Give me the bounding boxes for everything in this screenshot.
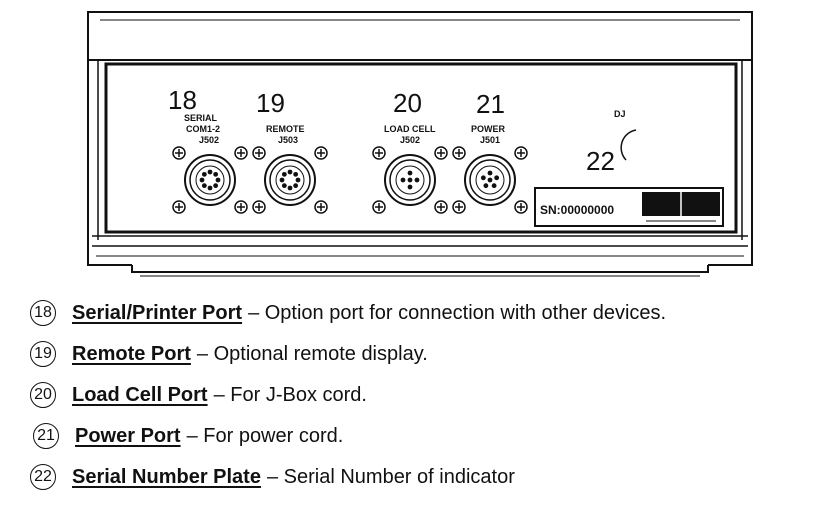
callout-19: 19 xyxy=(256,88,285,118)
serial-number-text: SN:00000000 xyxy=(540,203,614,217)
remote-port-label-line1: REMOTE xyxy=(266,124,305,134)
legend-row-20: 20 Load Cell Port – For J-Box cord. xyxy=(30,378,367,412)
loadcell-port-label-line2: J502 xyxy=(400,135,420,145)
callout-21: 21 xyxy=(476,89,505,119)
legend-number-19: 19 xyxy=(30,341,56,367)
port-labels: SERIAL COM1-2 J502 REMOTE J503 LOAD CELL… xyxy=(184,109,626,145)
legend-description-serial-number-plate: – Serial Number of indicator xyxy=(266,465,515,488)
serial-port-label-line1: SERIAL xyxy=(184,113,218,123)
legend-number-22: 22 xyxy=(30,464,56,490)
indicator-rear-panel-diagram: 18 19 20 21 22 SERIAL COM1-2 J502 REMOTE… xyxy=(87,11,753,277)
serial-port-label-line2: COM1-2 xyxy=(186,124,220,134)
legend-description-serial-printer-port: – Option port for connection with other … xyxy=(248,301,667,324)
legend-description-remote-port: – Optional remote display. xyxy=(196,342,428,365)
power-port-connector-screw-bl xyxy=(452,200,466,214)
legend-row-19: 19 Remote Port – Optional remote display… xyxy=(30,337,428,371)
connector-group xyxy=(172,146,528,214)
legend-number-20: 20 xyxy=(30,382,56,408)
serial-port-connector-screw-tl xyxy=(172,146,186,160)
legend-description-power-port: – For power cord. xyxy=(186,424,344,447)
legend-row-21: 21 Power Port – For power cord. xyxy=(33,419,343,453)
serial-number-plate: SN:00000000 xyxy=(534,187,724,227)
callout-20: 20 xyxy=(393,88,422,118)
power-port-connector-screw-br xyxy=(514,200,528,214)
power-port-label-line2: J501 xyxy=(480,135,500,145)
remote-port-connector xyxy=(252,146,328,214)
legend-number-18: 18 xyxy=(30,300,56,326)
remote-port-connector-screw-bl xyxy=(252,200,266,214)
legend-title-remote-port: Remote Port xyxy=(72,342,191,365)
legend: 18 Serial/Printer Port – Option port for… xyxy=(0,288,817,514)
legend-title-load-cell-port: Load Cell Port xyxy=(72,383,208,406)
serial-port-connector-screw-bl xyxy=(172,200,186,214)
remote-port-label-line2: J503 xyxy=(278,135,298,145)
callout-18: 18 xyxy=(168,85,197,115)
loadcell-port-connector-screw-tl xyxy=(372,146,386,160)
remote-port-connector-screw-tr xyxy=(314,146,328,160)
serial-port-connector-screw-br xyxy=(234,200,248,214)
serial-port-connector xyxy=(172,146,248,214)
remote-port-connector-screw-br xyxy=(314,200,328,214)
legend-number-21: 21 xyxy=(33,423,59,449)
remote-port-connector-screw-tl xyxy=(252,146,266,160)
loadcell-port-label-line1: LOAD CELL xyxy=(384,124,436,134)
loadcell-port-connector xyxy=(372,146,448,214)
power-port-connector xyxy=(452,146,528,214)
corner-label: DJ xyxy=(614,109,626,119)
power-port-connector-screw-tr xyxy=(514,146,528,160)
serial-port-connector-screw-tr xyxy=(234,146,248,160)
loadcell-port-connector-screw-br xyxy=(434,200,448,214)
partial-connector-outline xyxy=(620,129,637,161)
loadcell-port-connector-screw-bl xyxy=(372,200,386,214)
legend-title-serial-number-plate: Serial Number Plate xyxy=(72,465,261,488)
power-port-label-line1: POWER xyxy=(471,124,506,134)
legend-title-power-port: Power Port xyxy=(75,424,181,447)
loadcell-port-connector-screw-tr xyxy=(434,146,448,160)
legend-row-22: 22 Serial Number Plate – Serial Number o… xyxy=(30,460,515,494)
legend-title-serial-printer-port: Serial/Printer Port xyxy=(72,301,243,324)
housing-outline xyxy=(87,11,753,277)
legend-description-load-cell-port: – For J-Box cord. xyxy=(213,383,367,406)
legend-row-18: 18 Serial/Printer Port – Option port for… xyxy=(30,296,666,330)
serial-port-label-line3: J502 xyxy=(199,135,219,145)
callout-22: 22 xyxy=(586,146,615,176)
power-port-connector-screw-tl xyxy=(452,146,466,160)
